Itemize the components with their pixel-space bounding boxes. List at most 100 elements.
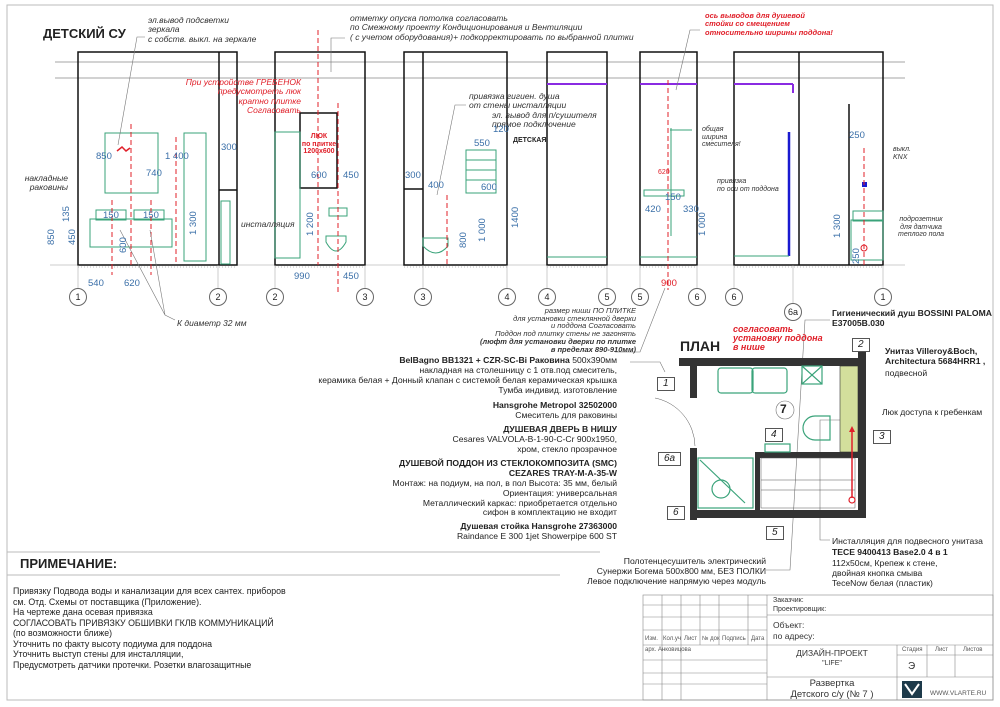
axis-marker: 3	[356, 288, 374, 306]
label-toilet-sub: подвесной	[885, 368, 928, 378]
axis-marker: 4	[498, 288, 516, 306]
axis-marker: 6	[688, 288, 706, 306]
plan-tag: 3	[873, 430, 891, 444]
note-towel-outlet: эл. вывод для п/сушителя прямое подключе…	[492, 110, 597, 130]
tb-col: № док	[702, 636, 720, 642]
dimension: 600	[311, 170, 327, 181]
axis-marker: 5	[631, 288, 649, 306]
dimension: 120	[493, 124, 509, 135]
plan-tag: 6а	[658, 452, 682, 466]
dimension: 550	[474, 138, 490, 149]
dimension: 1400	[510, 206, 521, 228]
spec-title-main: BelBagno BB1321 + CZR-SC-Bi Раковина	[399, 355, 570, 365]
dimension-red: 620	[658, 169, 670, 176]
dimension: 600	[481, 182, 497, 193]
dimension: 400	[428, 180, 444, 191]
dimension: 1 000	[477, 218, 488, 242]
page-title: ДЕТСКИЙ СУ	[43, 26, 126, 41]
axis-marker: 6а	[784, 303, 802, 321]
dimension: 850	[46, 229, 57, 245]
note-hygienic-shower: привязка гигиен. душа от стены инсталляц…	[469, 91, 567, 111]
axis-marker: 1	[69, 288, 87, 306]
axis-marker: 5	[598, 288, 616, 306]
dimension: 150	[103, 210, 119, 221]
hatch-label: ЛЮК по плитке 1200x600	[301, 133, 337, 156]
note-basins: накладные раковины	[24, 173, 68, 193]
dimension: 1 000	[697, 212, 708, 236]
spec-lines: Raindance E 300 1jet Showerpipe 600 ST	[456, 530, 617, 541]
dimension: 600	[118, 237, 129, 253]
axis-marker: 3	[414, 288, 432, 306]
note-manifold: При устройстве ГРЕБЕНОК предусмотреть лю…	[185, 77, 301, 116]
dimension: 300	[405, 170, 421, 181]
note-installation: инсталляция	[241, 219, 295, 229]
tb-architect: арх. Анковицова	[645, 647, 691, 653]
dimension: 150	[143, 210, 159, 221]
tb-website: WWW.VLARTE.RU	[930, 690, 987, 697]
tb-drawing-title: Развертка Детского с/у (№ 7 )	[790, 678, 874, 700]
dimension: 135	[61, 206, 72, 222]
note-mixer-width: общая ширина смесителя!	[702, 126, 741, 149]
room-number: 7	[780, 402, 787, 416]
spec-title: ДУШЕВОЙ ПОДДОН ИЗ СТЕКЛОКОМПОЗИТА (SMC) …	[399, 458, 617, 478]
tb-col: Дата	[751, 636, 765, 642]
note-floor-heating: подрозетник для датчика теплого пола	[898, 216, 945, 239]
label-install-title: Инсталляция для подвесного унитаза	[832, 536, 983, 546]
spec-title: Душевая стойка Hansgrohe 27363000	[460, 521, 617, 531]
plan-tag: 1	[657, 377, 675, 391]
note-diameter: К диаметр 32 мм	[177, 318, 247, 328]
spec-title: ДУШЕВАЯ ДВЕРЬ В НИШУ	[503, 424, 617, 434]
tb-col: Кол.уч	[663, 636, 681, 642]
label-towel-dryer: Полотенцесушитель электрический Сунержи …	[587, 556, 766, 586]
vlarte-logo	[902, 681, 922, 698]
dimension: 250	[851, 248, 862, 264]
note-tray-in-niche: согласовать установку поддона в нише	[733, 324, 823, 352]
dimension: 1 200	[305, 212, 316, 236]
note-ceiling: отметку опуска потолка согласовать по См…	[350, 13, 634, 42]
tb-col: Изм.	[645, 636, 658, 642]
dimension: 800	[458, 232, 469, 248]
note-tray-axis: привязка по оси от поддона	[717, 178, 779, 193]
dimension: 1 400	[165, 151, 189, 162]
room-label: ДЕТСКАЯ	[513, 137, 547, 144]
label-install-model: TECE 9400413 Base2.0 4 в 1	[832, 547, 948, 557]
dimension: 990	[294, 271, 310, 282]
spec-lines: Cesares VALVOLA-B-1-90-C-Cr 900x1950, хр…	[452, 433, 617, 454]
label-hatch-access: Люк доступа к гребенкам	[882, 407, 983, 417]
tb-project: ДИЗАЙН-ПРОЕКТ	[796, 648, 868, 658]
dimension: 620	[124, 278, 140, 289]
tb-col: Лист	[684, 636, 698, 642]
tb-address: по адресу:	[773, 631, 815, 641]
spec-title: BelBagno BB1321 + CZR-SC-Bi Раковина 500…	[318, 355, 617, 366]
axis-marker: 4	[538, 288, 556, 306]
dimension: 300	[221, 142, 237, 153]
tb-customer: Заказчик:	[773, 597, 804, 604]
note-niche-bold: (люфт для установки дверки по плитке в п…	[480, 337, 636, 354]
spec-shower-tray: ДУШЕВОЙ ПОДДОН ИЗ СТЕКЛОКОМПОЗИТА (SMC) …	[393, 458, 617, 518]
dimension: 330	[683, 204, 699, 215]
dimension: 540	[88, 278, 104, 289]
plan-tag: 5	[766, 526, 784, 540]
spec-lines: накладная на столешницу с 1 отв.под смес…	[318, 364, 617, 395]
remarks-heading: ПРИМЕЧАНИЕ:	[20, 556, 118, 571]
note-knx: выкл. KNX	[893, 146, 912, 161]
dimension: 450	[343, 170, 359, 181]
dimension: 740	[146, 168, 162, 179]
tb-project-name: "LIFE"	[822, 660, 842, 667]
tb-designer: Проектировщик:	[773, 606, 827, 613]
spec-title-extra: 500x390мм	[569, 355, 617, 365]
label-toilet: Унитаз Villeroy&Boch, Architectura 5684H…	[885, 346, 986, 366]
plan-tag: 4	[765, 428, 783, 442]
dimension: 1 300	[832, 214, 843, 238]
plan-tag: 2	[852, 338, 870, 352]
dimension-red: 900	[661, 278, 677, 289]
note-shower-axis: ось выводов для душевой стойки со смещен…	[705, 11, 833, 37]
label-install-lines: 112x50см, Крепеж к стене, двойная кнопка…	[832, 558, 938, 588]
dimension: 250	[849, 130, 865, 141]
note-niche: размер ниши ПО ПЛИТКЕ для установки стек…	[495, 306, 636, 338]
plan-title: ПЛАН	[680, 338, 721, 354]
